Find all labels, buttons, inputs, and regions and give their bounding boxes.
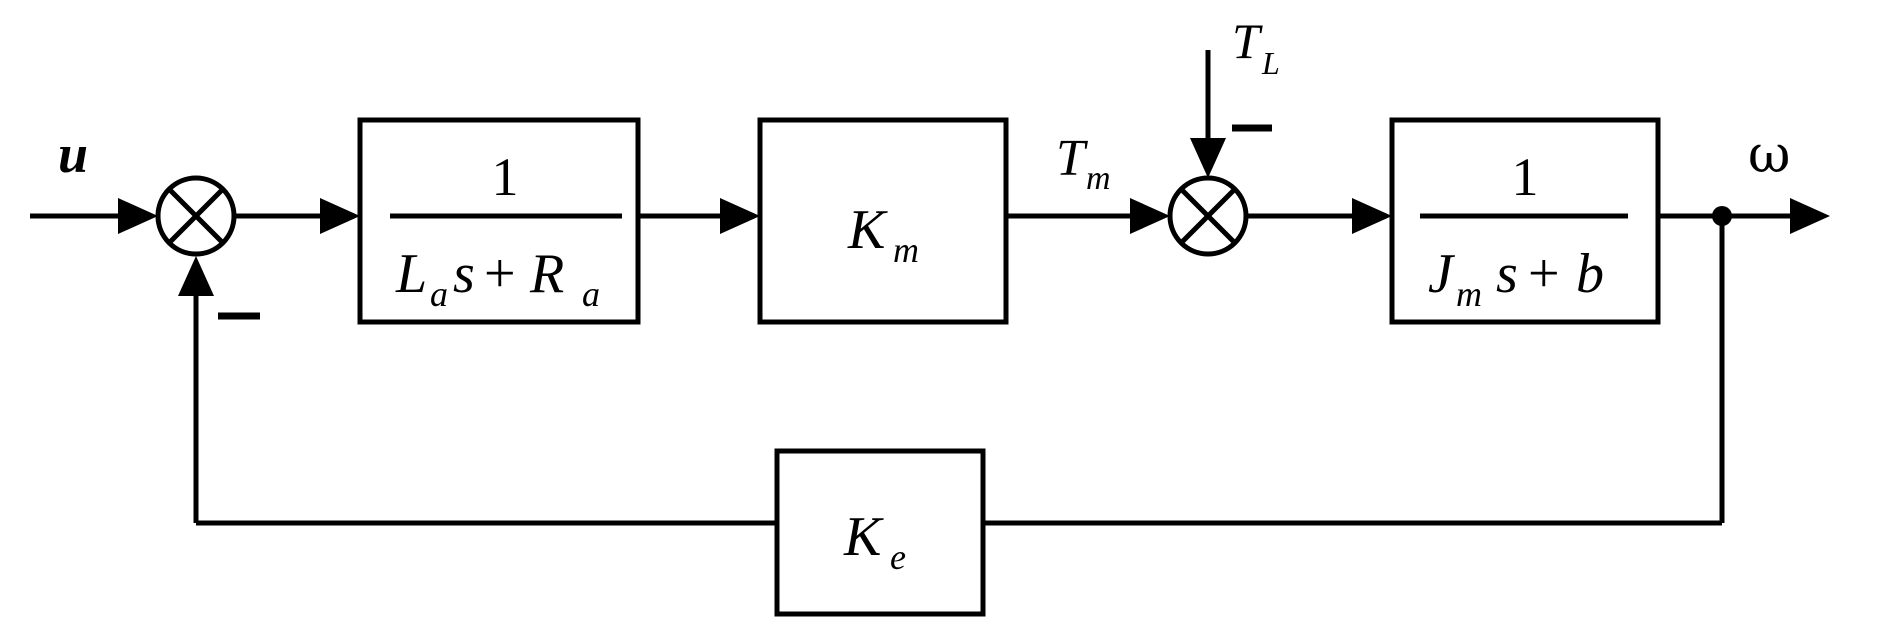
km-sub: m xyxy=(893,230,919,270)
ke-sub: e xyxy=(890,537,906,577)
electrical-plus: + xyxy=(484,243,516,305)
km-block: K m xyxy=(757,117,1009,325)
mechanical-b: b xyxy=(1576,243,1604,305)
arrowhead-sum2-in xyxy=(1130,198,1170,234)
electrical-R-sub: a xyxy=(582,274,600,314)
arrowhead-electrical-in xyxy=(320,198,360,234)
electrical-L: L xyxy=(395,243,427,305)
ke-block: K e xyxy=(774,448,986,617)
input-label: u xyxy=(58,124,88,184)
torque-sub-label: m xyxy=(1086,160,1111,197)
feedback-arrowhead xyxy=(178,256,214,296)
output-arrowhead xyxy=(1790,198,1830,234)
input-arrowhead xyxy=(118,198,158,234)
arrowhead-mechanical-in xyxy=(1352,198,1392,234)
mechanical-block: 1 J m s + b xyxy=(1389,117,1661,325)
summing-junction-2 xyxy=(1167,175,1249,257)
disturbance-arrowhead xyxy=(1190,138,1226,178)
electrical-L-sub: a xyxy=(430,274,448,314)
electrical-numerator: 1 xyxy=(492,147,519,207)
output-label: ω xyxy=(1748,125,1790,185)
mechanical-plus: + xyxy=(1528,243,1560,305)
mechanical-numerator: 1 xyxy=(1512,147,1539,207)
km-main: K xyxy=(847,199,888,261)
electrical-block: 1 L a s + R a xyxy=(357,117,641,325)
disturbance-sub-label: L xyxy=(1261,45,1280,81)
arrowhead-km-in xyxy=(720,198,760,234)
electrical-R: R xyxy=(529,243,564,305)
mechanical-J: J xyxy=(1428,243,1456,305)
disturbance-main-label: T xyxy=(1232,13,1263,69)
electrical-s: s xyxy=(453,243,475,305)
mechanical-s: s xyxy=(1496,243,1518,305)
summing-junction-1 xyxy=(155,175,237,257)
ke-main: K xyxy=(843,506,884,568)
mechanical-J-sub: m xyxy=(1456,274,1482,314)
torque-main-label: T xyxy=(1056,130,1088,187)
